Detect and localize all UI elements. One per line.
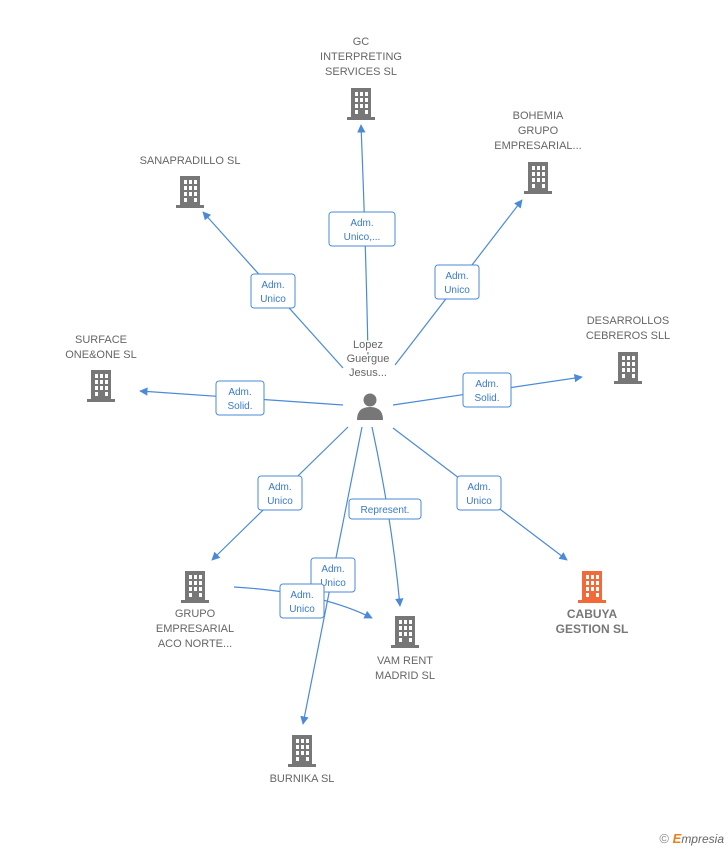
company-name: EMPRESARIAL... bbox=[494, 140, 581, 152]
edge-label-text: Adm. bbox=[350, 218, 373, 229]
person-node[interactable]: LopezGuergueJesus... bbox=[345, 338, 391, 420]
edge-label-grupo[interactable]: Adm. Unico bbox=[257, 475, 303, 511]
nodes-layer: GC INTERPRETING SERVICES SL BOHEMIA GRUPO EMP… bbox=[65, 36, 670, 785]
copyright-icon: © bbox=[659, 831, 670, 846]
edge-label-text: Adm. bbox=[321, 564, 344, 575]
person-name: Guergue bbox=[347, 353, 390, 365]
footer-brand: © Empresia bbox=[659, 831, 724, 846]
edge-label-text: Adm. bbox=[261, 280, 284, 291]
edge-label-bohemia[interactable]: Adm. Unico bbox=[434, 264, 480, 300]
company-name: EMPRESARIAL bbox=[156, 623, 234, 635]
company-name: GRUPO bbox=[518, 125, 559, 137]
company-name: VAM RENT bbox=[377, 655, 433, 667]
building-icon bbox=[524, 162, 552, 194]
edge-label-box bbox=[279, 583, 325, 619]
company-name: MADRID SL bbox=[375, 670, 435, 682]
building-icon bbox=[176, 176, 204, 208]
edge-label-text: Unico bbox=[320, 578, 346, 589]
company-node-gc[interactable]: GC INTERPRETING SERVICES SL bbox=[320, 36, 402, 120]
building-icon bbox=[181, 571, 209, 603]
brand-name: mpresia bbox=[681, 832, 724, 846]
edge-label-text: Adm. bbox=[290, 590, 313, 601]
company-name: CABUYA bbox=[567, 607, 618, 621]
edge-label-text: Solid. bbox=[227, 401, 252, 412]
edge-label-text: Represent. bbox=[361, 505, 410, 516]
edge-label-vam[interactable]: Adm. Unico bbox=[279, 583, 325, 619]
edge-label-text: Unico bbox=[444, 285, 470, 296]
company-name: CEBREROS SLL bbox=[586, 330, 670, 342]
edge-label-text: Adm. bbox=[475, 379, 498, 390]
building-icon bbox=[391, 616, 419, 648]
edge-label-text: Solid. bbox=[474, 393, 499, 404]
edge-label-box bbox=[257, 475, 303, 511]
edge-label-box bbox=[348, 498, 422, 520]
edge-label-text: Adm. bbox=[467, 482, 490, 493]
edge-labels-layer: Adm.Unico,...Adm.UnicoAdm.UnicoAdm.Solid… bbox=[215, 211, 512, 619]
company-name: BOHEMIA bbox=[513, 110, 564, 122]
edge-label-box bbox=[310, 557, 356, 593]
edge-label-text: Unico bbox=[289, 604, 315, 615]
edge-label-surface[interactable]: Adm. Solid. bbox=[215, 380, 265, 416]
edge-label-box bbox=[250, 273, 296, 309]
edge-label-text: Unico bbox=[267, 496, 293, 507]
company-node-surface[interactable]: SURFACE ONE&ONE SL bbox=[65, 334, 137, 402]
company-name: GC bbox=[353, 36, 370, 48]
company-name: BURNIKA SL bbox=[270, 773, 335, 785]
building-icon bbox=[614, 352, 642, 384]
person-icon bbox=[357, 393, 383, 420]
edge-label-text: Adm. bbox=[228, 387, 251, 398]
edge-label-box bbox=[434, 264, 480, 300]
edge-label-box bbox=[215, 380, 265, 416]
company-name: ONE&ONE SL bbox=[65, 349, 137, 361]
edge-label-text: Unico,... bbox=[344, 232, 381, 243]
edge-label-vam[interactable]: Represent. bbox=[348, 498, 422, 520]
edge-label-text: Unico bbox=[466, 496, 492, 507]
company-name: INTERPRETING bbox=[320, 51, 402, 63]
company-node-desarrollos[interactable]: DESARROLLOS CEBREROS SLL bbox=[586, 315, 670, 384]
company-node-vam[interactable]: VAM RENT MADRID SL bbox=[375, 616, 435, 682]
company-node-bohemia[interactable]: BOHEMIA GRUPO EMPRESARIAL... bbox=[494, 110, 582, 194]
building-icon bbox=[578, 571, 606, 603]
edge-label-text: Adm. bbox=[445, 271, 468, 282]
edge-label-text: Adm. bbox=[268, 482, 291, 493]
company-name: ACO NORTE... bbox=[158, 638, 232, 650]
person-name: Jesus... bbox=[349, 367, 387, 379]
company-node-burnika[interactable]: BURNIKA SL bbox=[270, 735, 335, 785]
building-icon bbox=[288, 735, 316, 767]
company-name: DESARROLLOS bbox=[587, 315, 670, 327]
company-name: GESTION SL bbox=[556, 622, 629, 636]
edge-label-cabuya[interactable]: Adm. Unico bbox=[456, 475, 502, 511]
building-icon bbox=[87, 370, 115, 402]
company-node-sanapradillo[interactable]: SANAPRADILLO SL bbox=[140, 155, 241, 208]
edge-label-desarrollos[interactable]: Adm. Solid. bbox=[462, 372, 512, 408]
company-name: GRUPO bbox=[175, 608, 216, 620]
company-node-grupo[interactable]: GRUPO EMPRESARIAL ACO NORTE... bbox=[156, 571, 234, 650]
edge-label-box bbox=[462, 372, 512, 408]
company-name: SERVICES SL bbox=[325, 66, 397, 78]
brand-logo-letter: E bbox=[672, 831, 682, 846]
edge-label-box bbox=[328, 211, 396, 247]
edge-label-sanapradillo[interactable]: Adm. Unico bbox=[250, 273, 296, 309]
person-name: Lopez bbox=[353, 339, 383, 351]
edge-label-gc[interactable]: Adm. Unico,... bbox=[328, 211, 396, 247]
edge-label-burnika[interactable]: Adm. Unico bbox=[310, 557, 356, 593]
building-icon bbox=[347, 88, 375, 120]
company-name: SURFACE bbox=[75, 334, 127, 346]
edge-label-text: Unico bbox=[260, 294, 286, 305]
edge-label-box bbox=[456, 475, 502, 511]
company-name: SANAPRADILLO SL bbox=[140, 155, 241, 167]
